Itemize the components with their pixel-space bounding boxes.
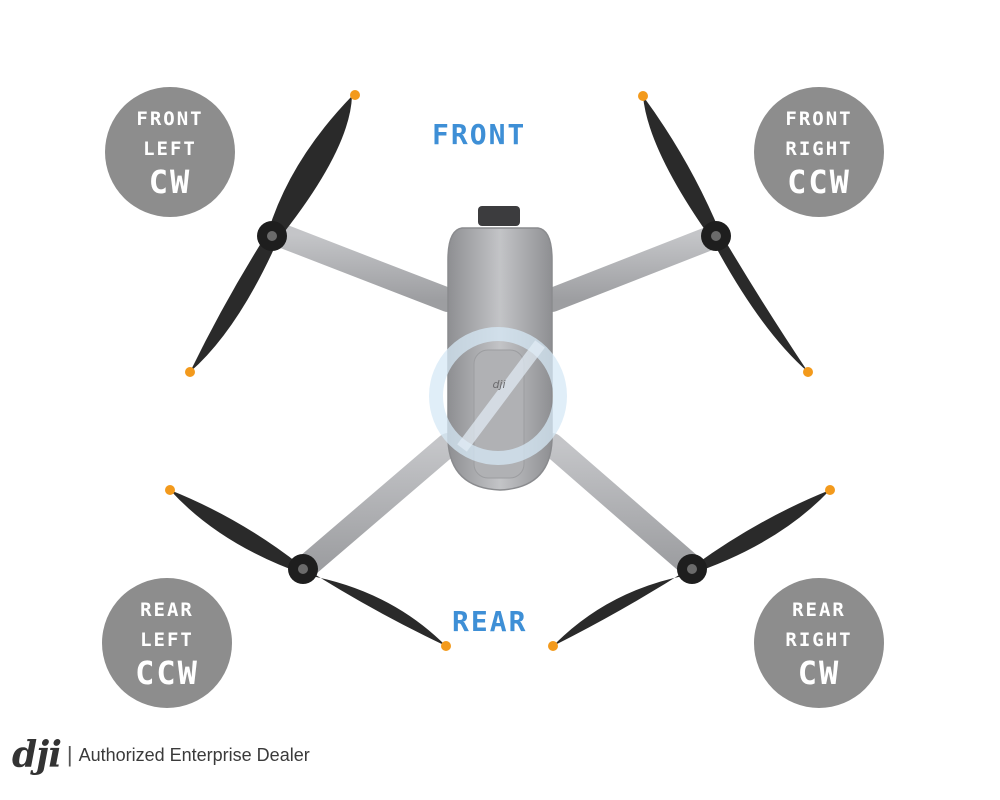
badge-front-right-rotation: CCW — [787, 163, 851, 201]
drone-logo: dji — [492, 378, 505, 391]
badge-front-left-line2: LEFT — [143, 138, 197, 160]
propeller-front-right — [638, 91, 813, 377]
front-label: FRONT — [432, 118, 527, 151]
badge-rear-right: REAR RIGHT CW — [754, 578, 884, 708]
badge-front-right: FRONT RIGHT CCW — [754, 87, 884, 217]
badge-front-left: FRONT LEFT CW — [105, 87, 235, 217]
propeller-rear-left — [165, 485, 451, 651]
badge-front-right-line2: RIGHT — [785, 138, 853, 160]
arm-front-left — [268, 223, 460, 312]
badge-front-right-line1: FRONT — [785, 108, 853, 130]
arm-rear-right — [540, 433, 702, 577]
dji-logo: dji — [12, 734, 62, 776]
dealer-text: Authorized Enterprise Dealer — [78, 744, 310, 765]
arm-front-right — [540, 223, 730, 312]
propeller-rear-right — [548, 485, 835, 651]
badge-front-left-rotation: CW — [148, 163, 192, 201]
badge-rear-right-line1: REAR — [792, 599, 846, 621]
propeller-front-left — [185, 90, 360, 377]
rear-label: REAR — [452, 605, 528, 638]
brand-watermark — [429, 327, 567, 465]
badge-rear-left-line2: LEFT — [140, 629, 194, 651]
footer-separator: | — [66, 742, 73, 767]
camera-gimbal — [478, 206, 520, 226]
drone-body: dji — [429, 206, 567, 491]
dealer-footer: dji | Authorized Enterprise Dealer — [12, 734, 310, 776]
badge-rear-right-line2: RIGHT — [785, 629, 853, 651]
badge-rear-left-line1: REAR — [140, 599, 194, 621]
badge-rear-left-rotation: CCW — [135, 654, 199, 692]
badge-rear-left: REAR LEFT CCW — [102, 578, 232, 708]
drone-arms — [268, 223, 730, 577]
badge-rear-right-rotation: CW — [797, 654, 841, 692]
badge-front-left-line1: FRONT — [136, 108, 204, 130]
arm-rear-left — [296, 433, 460, 577]
